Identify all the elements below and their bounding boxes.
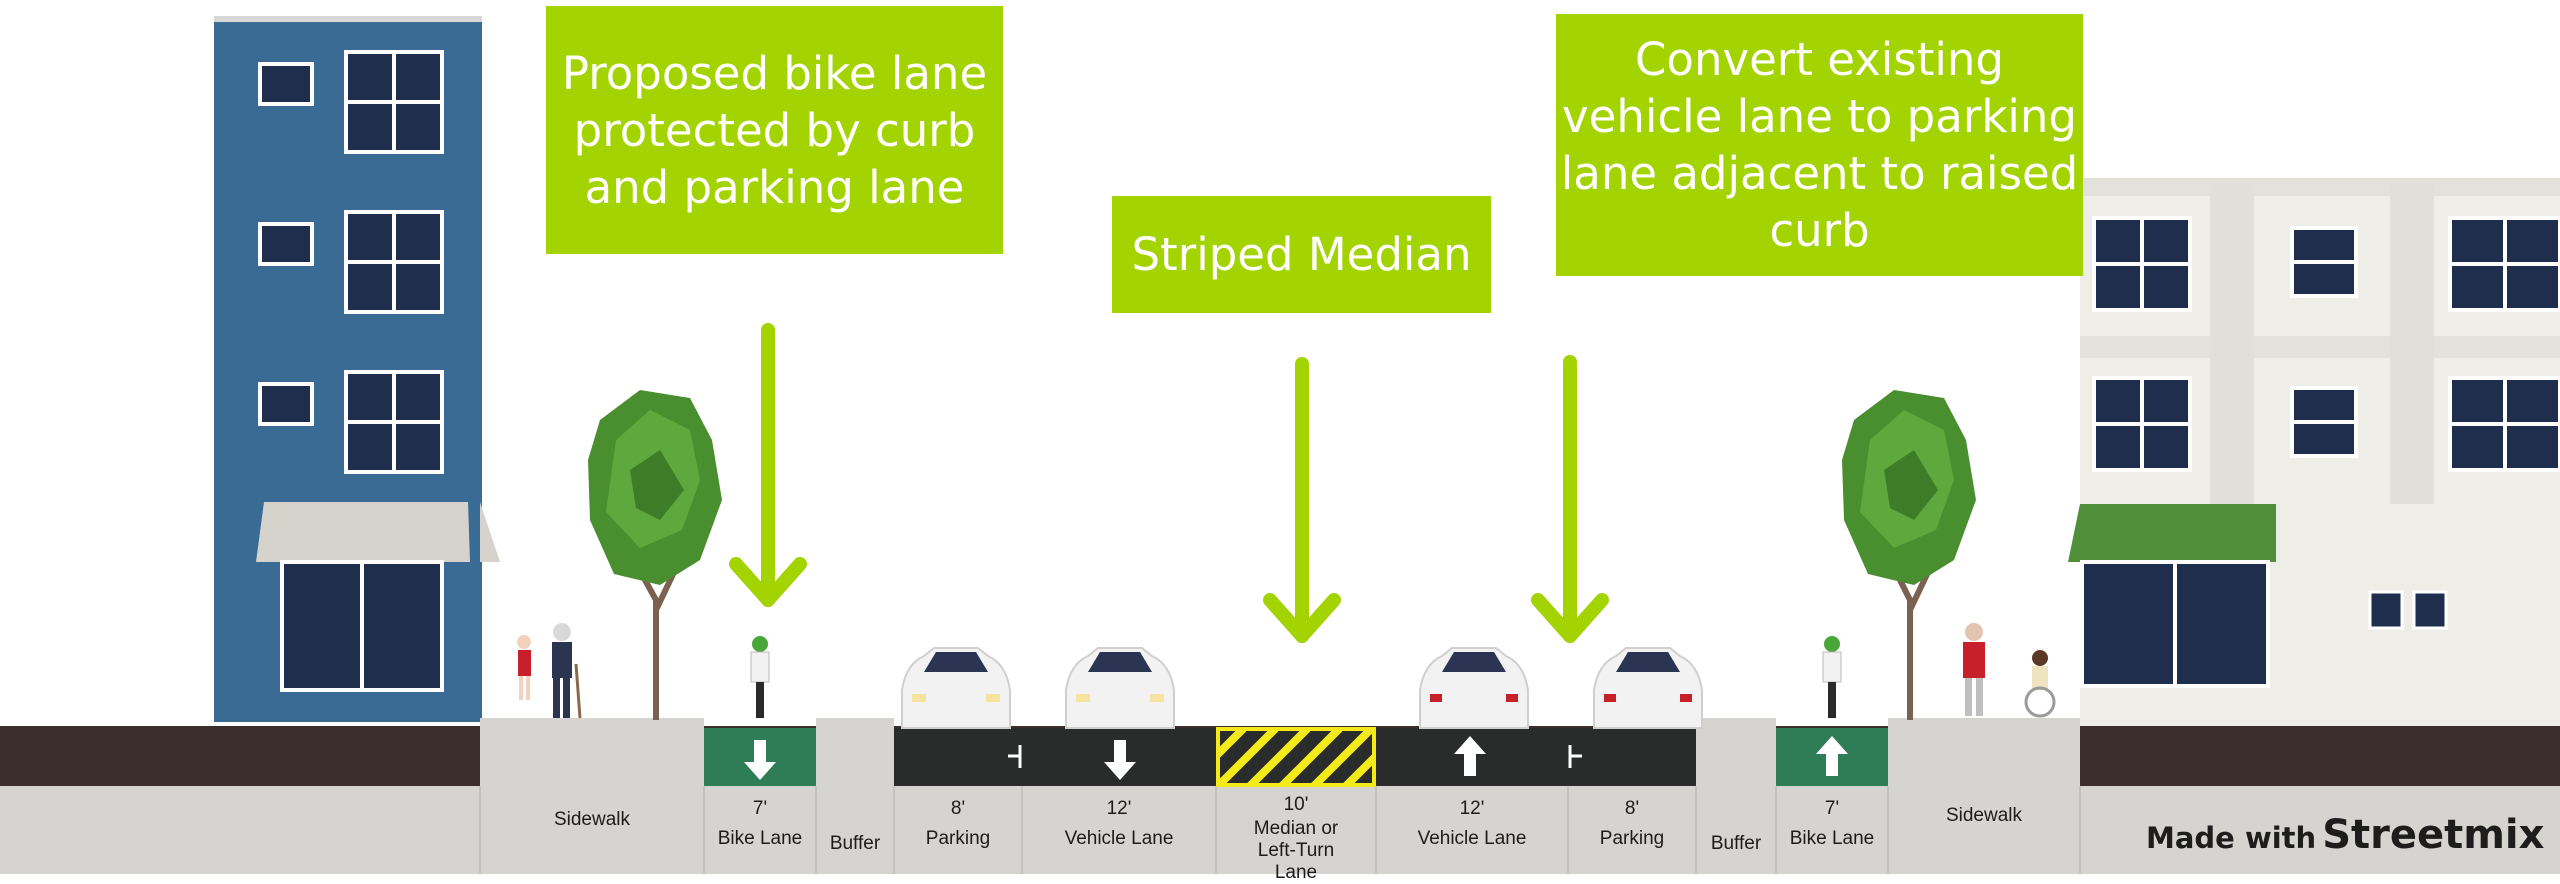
tree-left	[588, 390, 722, 720]
sidewalk-left	[480, 718, 704, 874]
segment-name: Vehicle Lane	[1064, 828, 1174, 849]
left-building	[214, 16, 500, 722]
sidewalk-right	[1888, 718, 2080, 874]
callout-striped-median-text: Striped Median	[1131, 228, 1472, 281]
callout-bike-lane: Proposed bike lane protected by curb and…	[546, 6, 1003, 254]
buffer-right	[1696, 718, 1776, 874]
cyclist-left	[750, 636, 770, 718]
arrow-parking	[1531, 355, 1609, 643]
segment-label-parking-right: 8' Parking	[1568, 797, 1696, 851]
callout-parking-lane: Convert existing vehicle lane to parking…	[1556, 14, 2083, 276]
segment-name: Bike Lane	[717, 828, 803, 849]
vehicle-lane-right-arrow	[1454, 736, 1486, 776]
segment-width: 12'	[1459, 798, 1485, 819]
pedestrian-right	[1963, 623, 1985, 716]
segment-width: 10'	[1283, 794, 1309, 815]
parked-car-right	[1593, 647, 1703, 729]
segment-label-vehicle-lane-left: 12' Vehicle Lane	[1022, 797, 1216, 851]
callout-striped-median: Striped Median	[1112, 196, 1491, 313]
cyclist-right	[1822, 636, 1842, 718]
vehicle-lane-left-arrow	[1104, 740, 1136, 780]
segment-name: Median or Left-Turn Lane	[1253, 818, 1339, 883]
bike-lane-left	[704, 728, 816, 786]
segment-name: Bike Lane	[1789, 828, 1875, 849]
pedestrian-elderly-left	[552, 623, 582, 719]
parked-car-left	[901, 647, 1011, 729]
segment-width: 7'	[752, 798, 768, 819]
segment-width: 7'	[1824, 798, 1840, 819]
segment-label-parking-left: 8' Parking	[894, 797, 1022, 851]
segment-dividers	[479, 786, 2081, 874]
segment-label-vehicle-lane-right: 12' Vehicle Lane	[1376, 797, 1568, 851]
segment-label-median: 10' Median or Left-Turn Lane	[1216, 794, 1376, 884]
segment-label-buffer-right: Buffer	[1696, 832, 1776, 856]
arrow-bike-lane	[729, 323, 807, 607]
tree-right	[1842, 390, 1976, 720]
callout-bike-lane-text: Proposed bike lane protected by curb and…	[561, 46, 988, 214]
segment-name: Sidewalk	[553, 809, 631, 830]
streetmix-logo-text: Streetmix	[2322, 812, 2545, 858]
segment-label-sidewalk-left: Sidewalk	[480, 808, 704, 832]
segment-width: 8'	[1624, 798, 1640, 819]
striped-median	[1216, 727, 1376, 787]
segment-label-bike-lane-right: 7' Bike Lane	[1776, 797, 1888, 851]
arrow-median	[1263, 357, 1341, 643]
car-vehicle-lane-right	[1419, 647, 1529, 729]
segment-width: 8'	[950, 798, 966, 819]
wheelchair-user-right	[2024, 650, 2056, 718]
segment-name: Buffer	[829, 833, 881, 854]
segment-name: Parking	[1599, 828, 1665, 849]
segment-width: 12'	[1106, 798, 1132, 819]
segment-name: Vehicle Lane	[1417, 828, 1527, 849]
pedestrian-child-left	[517, 635, 531, 700]
segment-label-bike-lane-left: 7' Bike Lane	[704, 797, 816, 851]
callout-parking-lane-text: Convert existing vehicle lane to parking…	[1560, 33, 2079, 257]
segment-name: Buffer	[1710, 833, 1762, 854]
bike-lane-right	[1776, 728, 1888, 786]
segment-name: Parking	[925, 828, 991, 849]
made-with-text: Made with	[2146, 821, 2317, 855]
buffer-left	[816, 718, 894, 874]
lane-markings	[1008, 745, 1582, 768]
segment-label-sidewalk-right: Sidewalk	[1888, 804, 2080, 828]
segment-name: Sidewalk	[1945, 805, 2023, 826]
right-building	[2068, 178, 2560, 726]
ground-base	[0, 786, 2560, 874]
segment-label-buffer-left: Buffer	[816, 832, 894, 856]
car-vehicle-lane-left	[1065, 647, 1175, 729]
